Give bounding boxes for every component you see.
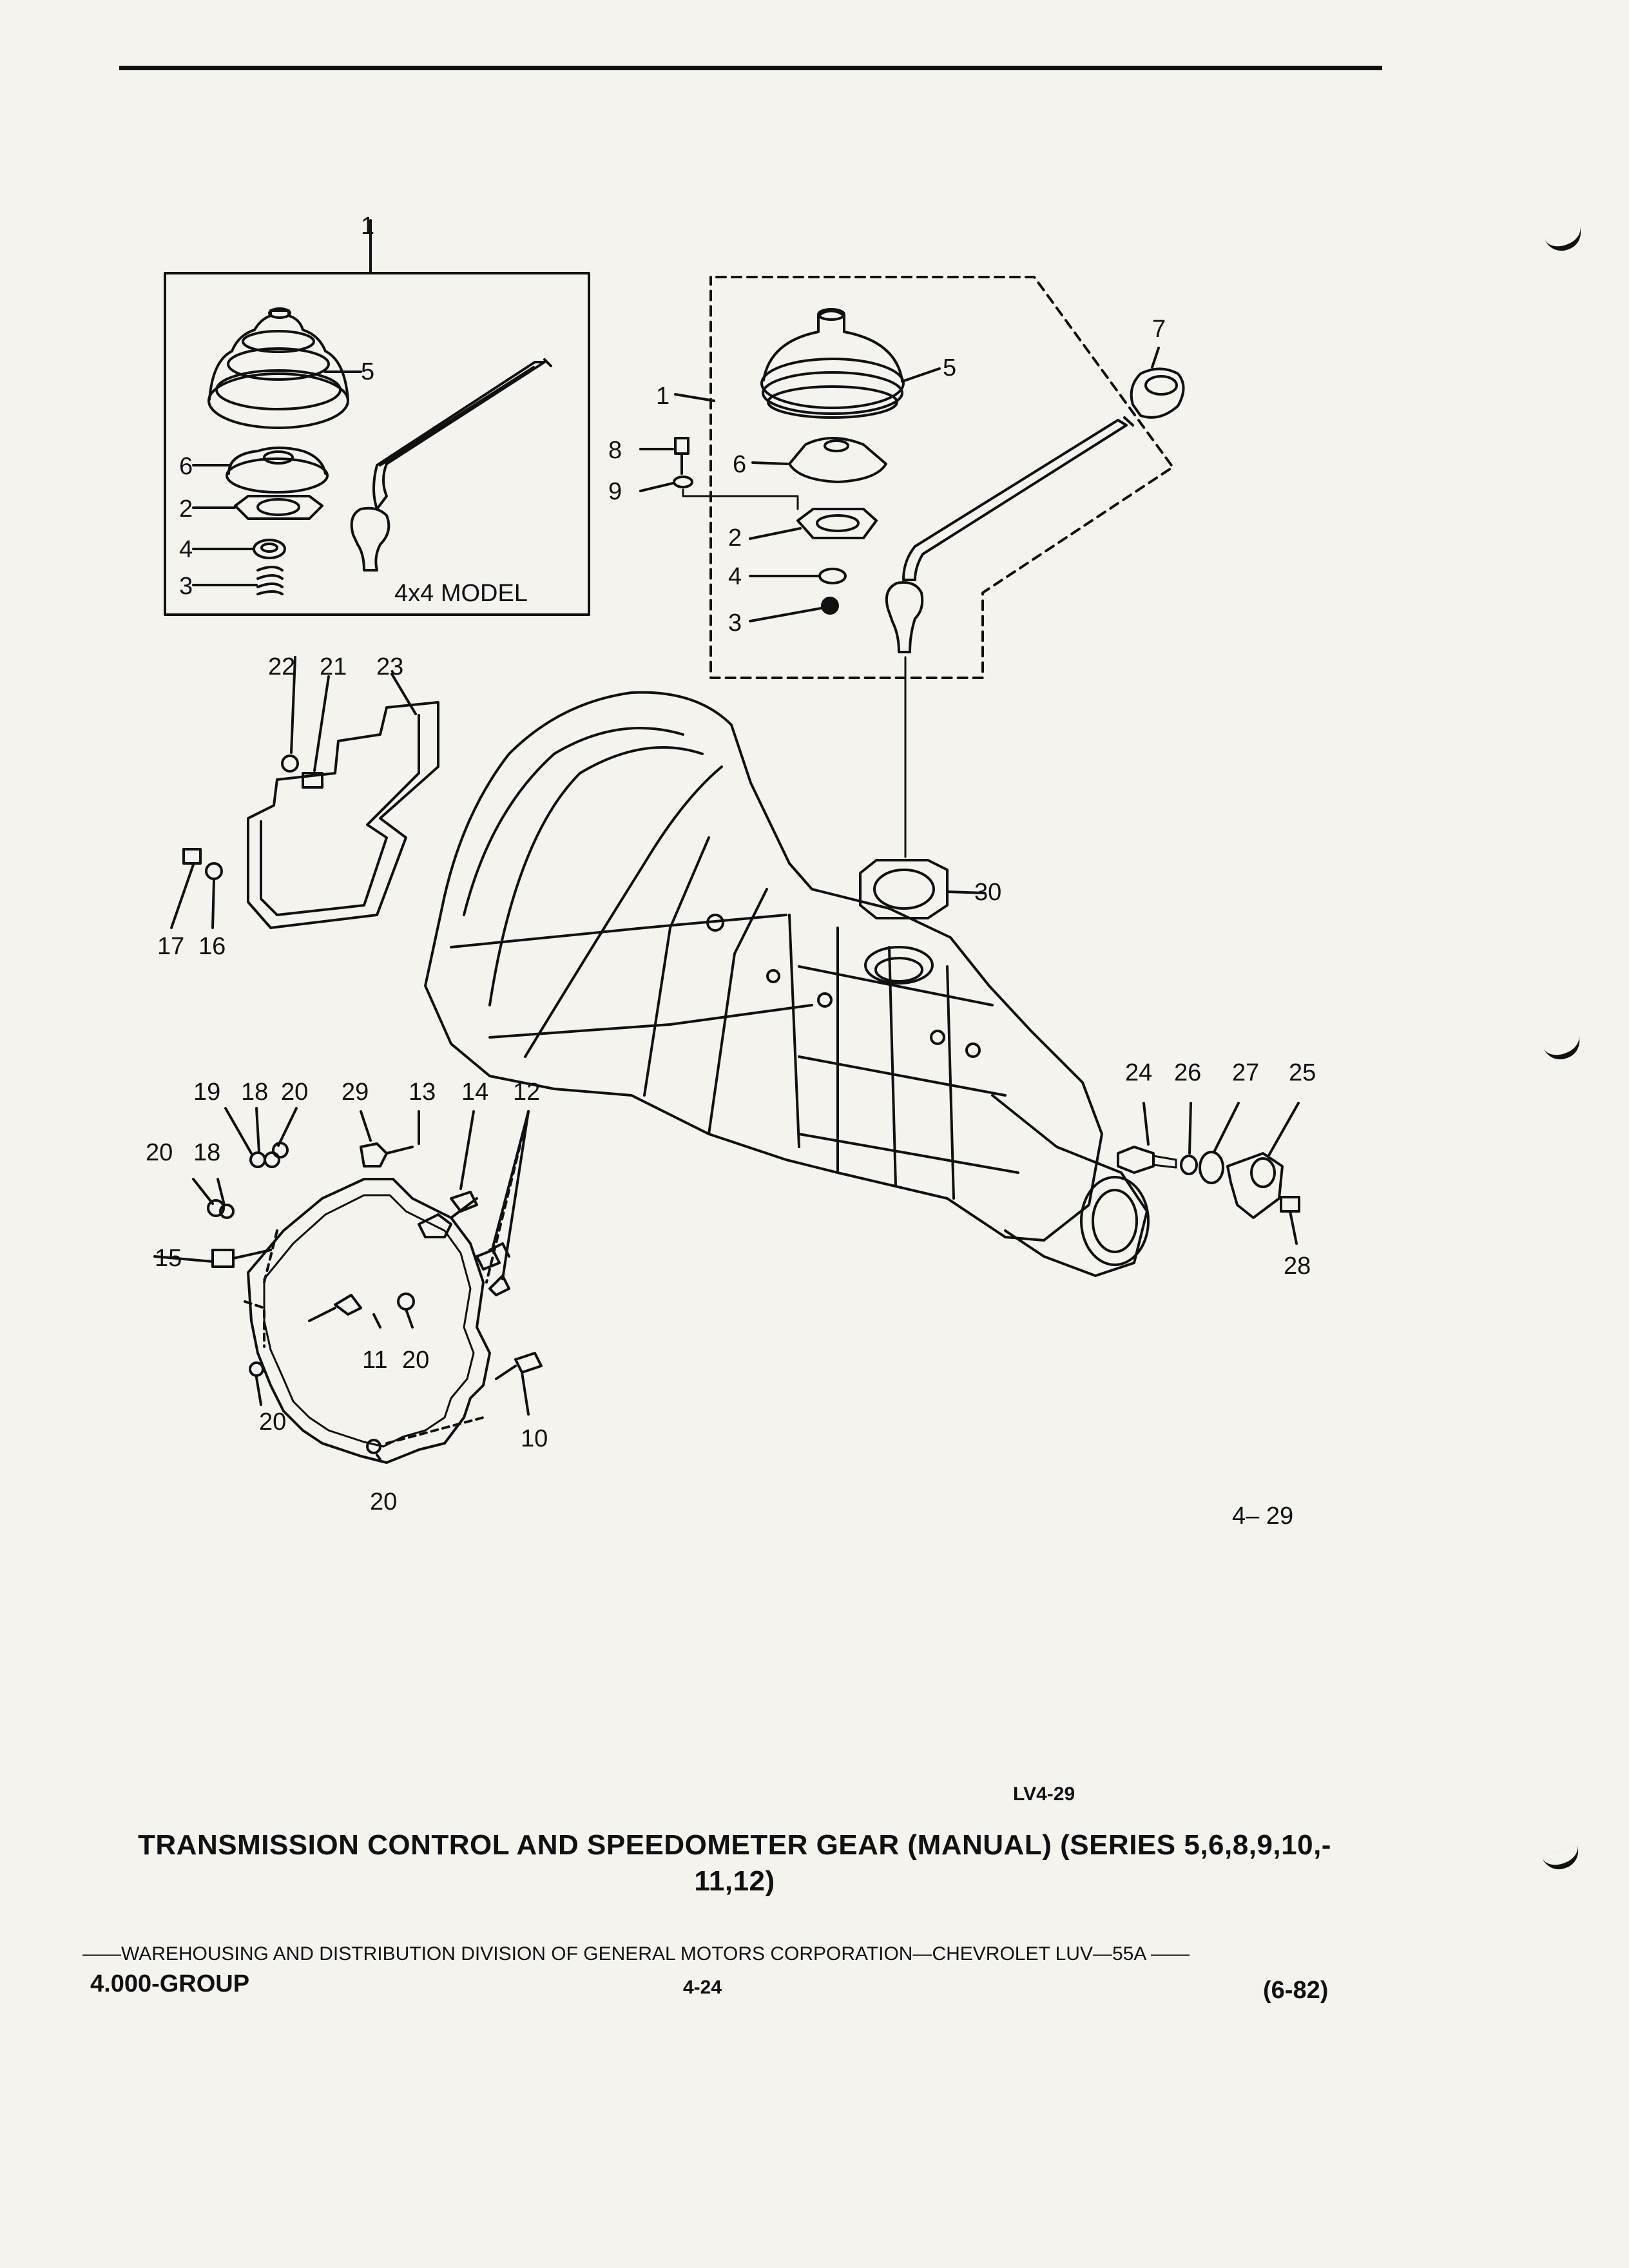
callout-16: 16 [198, 933, 226, 960]
callout-19: 19 [193, 1079, 221, 1106]
callout-15: 15 [155, 1245, 182, 1272]
page-title-line-1: TRANSMISSION CONTROL AND SPEEDOMETER GEA… [138, 1829, 1331, 1861]
callout-13: 13 [409, 1079, 436, 1106]
reference-code: LV4-29 [1013, 1783, 1075, 1805]
callout-28: 28 [1284, 1253, 1311, 1280]
callout-26: 26 [1174, 1059, 1202, 1086]
footer-date: (6-82) [1263, 1977, 1329, 2004]
header-rule [119, 66, 1382, 70]
callout-25: 25 [1289, 1059, 1316, 1086]
binder-mark [1541, 1844, 1584, 1875]
footer-division-line: ——WAREHOUSING AND DISTRIBUTION DIVISION … [82, 1943, 1190, 1965]
callout-5: 5 [361, 358, 375, 385]
callout-11: 11 [362, 1347, 388, 1374]
callout-12: 12 [513, 1079, 541, 1106]
inset-4x4-model [164, 219, 590, 616]
callout-2: 2 [179, 495, 193, 523]
callout-10: 10 [521, 1425, 548, 1452]
bolt-nut-parts [153, 1107, 543, 1461]
shift-boot-part [760, 308, 905, 419]
callout-14: 14 [461, 1079, 489, 1106]
callout-30: 30 [974, 879, 1002, 906]
callout-6: 6 [179, 453, 193, 480]
clutch-housing-part [153, 1107, 543, 1464]
callout-9: 9 [608, 478, 622, 505]
callout-27: 27 [1232, 1059, 1260, 1086]
callout-21: 21 [320, 653, 347, 680]
callout-20: 20 [402, 1347, 430, 1374]
shift-lever-part [885, 416, 1134, 653]
callout-5: 5 [943, 354, 957, 381]
callout-18: 18 [193, 1139, 221, 1166]
dust-cover-plate-part [170, 656, 439, 929]
callout-20: 20 [259, 1408, 287, 1436]
callout-17: 17 [157, 933, 185, 960]
shift-lever-part [350, 358, 552, 572]
cover-part [788, 437, 887, 483]
callout-2: 2 [728, 524, 742, 552]
shift-knob-part [1130, 367, 1185, 419]
callout-6: 6 [733, 451, 747, 478]
speedometer-driven-gear-part [1117, 1102, 1300, 1245]
callout-23: 23 [376, 653, 404, 680]
callout-29: 29 [342, 1079, 369, 1106]
callout-8: 8 [608, 437, 622, 464]
callout-7: 7 [1152, 316, 1166, 343]
cover-part [226, 447, 329, 494]
shift-boot-part [207, 307, 349, 429]
callout-4: 4 [179, 536, 193, 563]
shift-control-dashed-group [639, 276, 1185, 858]
callout-3: 3 [179, 573, 193, 600]
callout-20: 20 [281, 1079, 309, 1106]
callout-20: 20 [370, 1488, 398, 1515]
callout-22: 22 [268, 653, 296, 680]
callout-24: 24 [1125, 1059, 1153, 1086]
callout-18: 18 [241, 1079, 269, 1106]
callout-1: 1 [361, 213, 375, 240]
callout-20: 20 [146, 1139, 173, 1166]
footer-group: 4.000-GROUP [90, 1970, 250, 1997]
inset-model-label: 4x4 MODEL [394, 580, 528, 607]
transmission-case-part [424, 691, 1150, 1277]
exploded-parts-diagram [153, 219, 1300, 1464]
footer-page-number: 4-24 [683, 1977, 722, 1998]
callout-1: 1 [656, 383, 670, 410]
page-title: TRANSMISSION CONTROL AND SPEEDOMETER GEA… [90, 1827, 1379, 1899]
figure-number: 4– 29 [1232, 1503, 1294, 1530]
callout-3: 3 [728, 610, 742, 637]
gasket-part [859, 859, 986, 919]
page-title-line-2: 11,12) [694, 1865, 775, 1897]
callout-4: 4 [728, 563, 742, 590]
